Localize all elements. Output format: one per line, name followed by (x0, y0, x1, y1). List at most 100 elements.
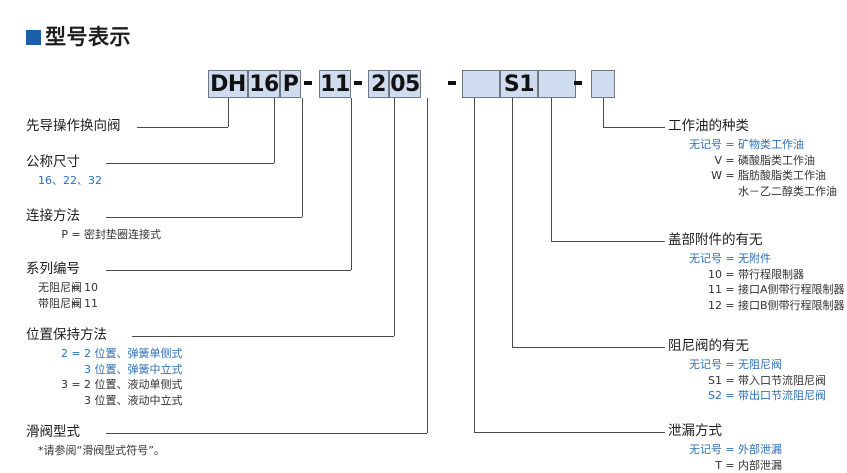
label-heading: 位置保持方法 (26, 327, 107, 343)
code-separator-dash-2 (448, 81, 456, 85)
option-equals: = (725, 389, 735, 402)
option-equals: = (71, 296, 81, 310)
leader-vline-right-1 (551, 98, 552, 241)
label-heading: 连接方法 (26, 208, 80, 224)
code-separator-dash-3 (574, 81, 582, 85)
option-equals: = (725, 373, 735, 387)
option-row: W=脂肪酸脂类工作油 (680, 168, 837, 184)
option-code: 无记号 (689, 443, 722, 456)
code-box-8[interactable] (538, 70, 576, 98)
option-equals: = (71, 281, 81, 294)
code-box-3[interactable]: 11 (319, 70, 351, 98)
code-box-0[interactable]: DH (208, 70, 248, 98)
page-title: 型号表示 (26, 27, 131, 48)
option-code: 无记号 (689, 138, 722, 151)
label-group-left-0: 先导操作换向阀 (26, 119, 121, 137)
leader-vline-right-0 (603, 98, 604, 127)
option-description: 3 位置、液动中立式 (84, 393, 183, 407)
option-code (38, 393, 68, 409)
leader-vline-left-5 (427, 98, 428, 433)
code-box-6[interactable] (462, 70, 500, 98)
option-row: 无阻尼阀=10 (38, 280, 98, 296)
leader-hline-left-2 (106, 217, 302, 218)
leader-hline-right-3 (474, 432, 665, 433)
option-row: S1=带入口节流阻尼阀 (680, 373, 826, 389)
code-box-1[interactable]: 16 (248, 70, 280, 98)
option-description: 矿物类工作油 (738, 138, 804, 151)
option-code (38, 362, 68, 378)
option-row: 3 位置、液动中立式 (38, 393, 183, 409)
leader-vline-left-3 (351, 98, 352, 270)
option-equals: = (725, 252, 735, 265)
option-description: 带入口节流阻尼阀 (738, 373, 826, 387)
leader-vline-left-0 (228, 98, 229, 127)
option-text: 16、22、32 (38, 174, 102, 187)
option-description: 10 (84, 281, 98, 294)
option-description: 带出口节流阻尼阀 (738, 389, 826, 402)
option-equals: = (71, 228, 81, 241)
option-description: 11 (84, 296, 98, 310)
option-equals (722, 184, 738, 200)
option-code: W (711, 169, 722, 182)
option-description: 无阻尼阀 (738, 358, 782, 371)
option-code: 带阻尼阀 (38, 296, 82, 310)
option-description: 水－乙二醇类工作油 (738, 184, 837, 198)
leader-vline-left-1 (274, 98, 275, 163)
code-box-4[interactable]: 2 (368, 70, 389, 98)
page-title-text: 型号表示 (45, 25, 131, 49)
option-code: S2 (708, 389, 722, 402)
option-code: P (61, 228, 68, 241)
label-heading: 阻尼阀的有无 (668, 338, 749, 354)
leader-hline-right-2 (512, 347, 665, 348)
label-heading: 先导操作换向阀 (26, 118, 121, 134)
option-row: P=密封垫圈连接式 (38, 227, 161, 243)
option-description: 脂肪酸脂类工作油 (738, 169, 826, 182)
option-row: 3=2 位置、液动单侧式 (38, 377, 183, 393)
option-row: 无记号=矿物类工作油 (680, 137, 837, 153)
leader-vline-left-2 (302, 98, 303, 217)
label-group-left-5: 滑阀型式*请参阅“滑阀型式符号”。 (26, 425, 165, 459)
leader-hline-right-0 (603, 127, 665, 128)
leader-hline-left-1 (106, 163, 274, 164)
option-row: 无记号=无附件 (680, 251, 845, 267)
label-heading: 系列编号 (26, 261, 80, 277)
code-box-2[interactable]: P (280, 70, 301, 98)
option-description: 接口A侧带行程限制器 (738, 283, 845, 296)
option-list: *请参阅“滑阀型式符号”。 (38, 443, 165, 459)
leader-hline-left-4 (132, 336, 394, 337)
option-equals: = (725, 458, 735, 472)
option-description: 密封垫圈连接式 (84, 228, 161, 241)
option-list: 16、22、32 (38, 173, 102, 189)
code-box-7[interactable]: S1 (500, 70, 538, 98)
option-row: T=内部泄漏 (680, 458, 782, 473)
leader-vline-left-4 (394, 98, 395, 336)
option-equals (68, 362, 84, 378)
option-description: 带行程限制器 (738, 267, 804, 281)
option-code: 无记号 (689, 358, 722, 371)
option-code: 无记号 (689, 252, 722, 265)
option-description: 磷酸脂类工作油 (738, 153, 815, 167)
option-row: 水－乙二醇类工作油 (680, 184, 837, 200)
option-code: S1 (708, 373, 722, 387)
option-code: T (715, 458, 722, 472)
option-row: 11=接口A侧带行程限制器 (680, 282, 845, 298)
code-box-9[interactable] (591, 70, 615, 98)
leader-hline-left-3 (106, 270, 351, 271)
option-code: 10 (708, 267, 722, 281)
code-box-5[interactable]: 05 (389, 70, 421, 98)
option-equals: = (725, 298, 735, 312)
option-code (680, 184, 722, 200)
option-description: 3 位置、弹簧中立式 (84, 362, 183, 376)
code-separator-dash-1 (354, 81, 362, 85)
